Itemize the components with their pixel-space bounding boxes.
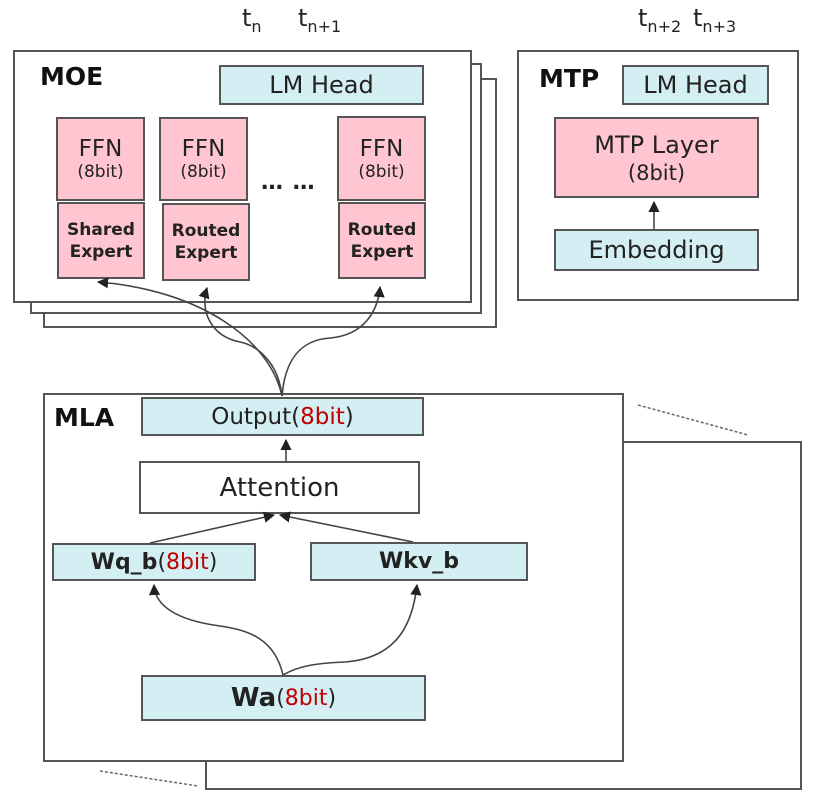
paren-close: ) [208, 549, 218, 575]
paren-open: ( [276, 685, 285, 711]
ffn-shared: FFN (8bit) [56, 117, 145, 201]
arrow-wkvb-to-attention [278, 511, 414, 543]
token-label-tn3: tn+3 [693, 4, 737, 36]
output-precision: 8bit [300, 403, 345, 430]
ffn-precision: (8bit) [180, 162, 227, 182]
arrow-output-to-routed-expert-1 [198, 286, 283, 397]
mtp-lm-head: LM Head [622, 65, 769, 105]
mtp-embedding: Embedding [554, 229, 759, 271]
ffn-label: FFN [359, 135, 404, 162]
expert-line1: Routed [171, 221, 241, 241]
token-label-tn: tn [242, 4, 262, 36]
wa-precision: 8bit [284, 685, 328, 711]
mtp-layer-label: MTP Layer [594, 130, 719, 159]
ffn-precision: (8bit) [358, 161, 405, 182]
shared-expert: Shared Expert [57, 202, 145, 279]
arrow-wqb-to-attention [149, 511, 276, 544]
wq-b-label: Wq_b [90, 549, 158, 575]
paren-close: ) [344, 403, 354, 430]
token-label-tn2: tn+2 [638, 4, 682, 36]
arrow-output-to-shared-expert [96, 277, 283, 397]
expert-line2: Expert [350, 241, 414, 262]
wq-b-precision: 8bit [166, 549, 209, 575]
mtp-title: MTP [539, 64, 600, 93]
token-label-tn1: tn+1 [298, 4, 342, 36]
mla-title: MLA [54, 403, 115, 432]
mtp-layer: MTP Layer (8bit) [554, 117, 759, 198]
wa-label: Wa [230, 683, 277, 713]
routed-expert-1: Routed Expert [162, 203, 250, 281]
moe-title: MOE [40, 62, 104, 91]
arrow-wa-to-wqb [148, 583, 284, 676]
arrow-output-to-routed-expert-n [281, 285, 385, 397]
paren-open: ( [291, 403, 301, 430]
mla-output: Output (8bit) [141, 397, 424, 436]
output-label: Output [211, 403, 292, 430]
stack-dashed-line-top [637, 404, 749, 436]
expert-line2: Expert [174, 243, 238, 263]
mla-wkv-b: Wkv_b [310, 542, 528, 581]
ffn-routed-1: FFN (8bit) [159, 117, 248, 201]
mla-wq-b: Wq_b(8bit) [52, 543, 256, 581]
paren-close: ) [327, 685, 337, 711]
routed-expert-n: Routed Expert [338, 202, 426, 279]
stack-dashed-line-bottom [99, 770, 199, 787]
arrow-wa-to-wkvb [282, 583, 422, 676]
paren-open: ( [157, 549, 167, 575]
ffn-label: FFN [78, 136, 123, 162]
moe-lm-head: LM Head [219, 65, 424, 105]
expert-line1: Shared [67, 219, 135, 240]
experts-ellipsis: … … [261, 170, 316, 195]
expert-line2: Expert [69, 241, 133, 262]
expert-line1: Routed [347, 219, 417, 240]
mtp-layer-precision: (8bit) [627, 160, 686, 185]
ffn-label: FFN [181, 136, 226, 162]
ffn-precision: (8bit) [77, 162, 124, 182]
mla-wa: Wa (8bit) [141, 675, 426, 721]
ffn-routed-n: FFN (8bit) [337, 116, 426, 201]
